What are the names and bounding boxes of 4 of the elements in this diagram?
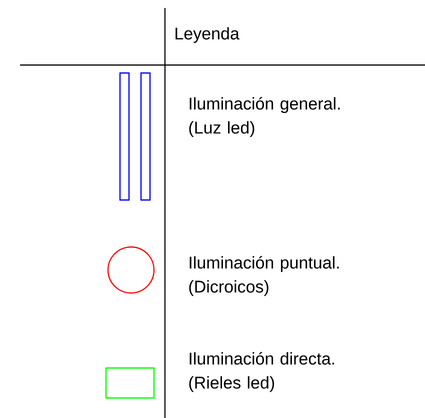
- legend-label: Iluminación general. (Luz led): [189, 96, 340, 137]
- legend-title: Leyenda: [176, 27, 240, 43]
- legend-label: Iluminación puntual. (Dicroicos): [189, 256, 339, 296]
- legend-label: Iluminación directa. (Rieles led): [189, 352, 334, 392]
